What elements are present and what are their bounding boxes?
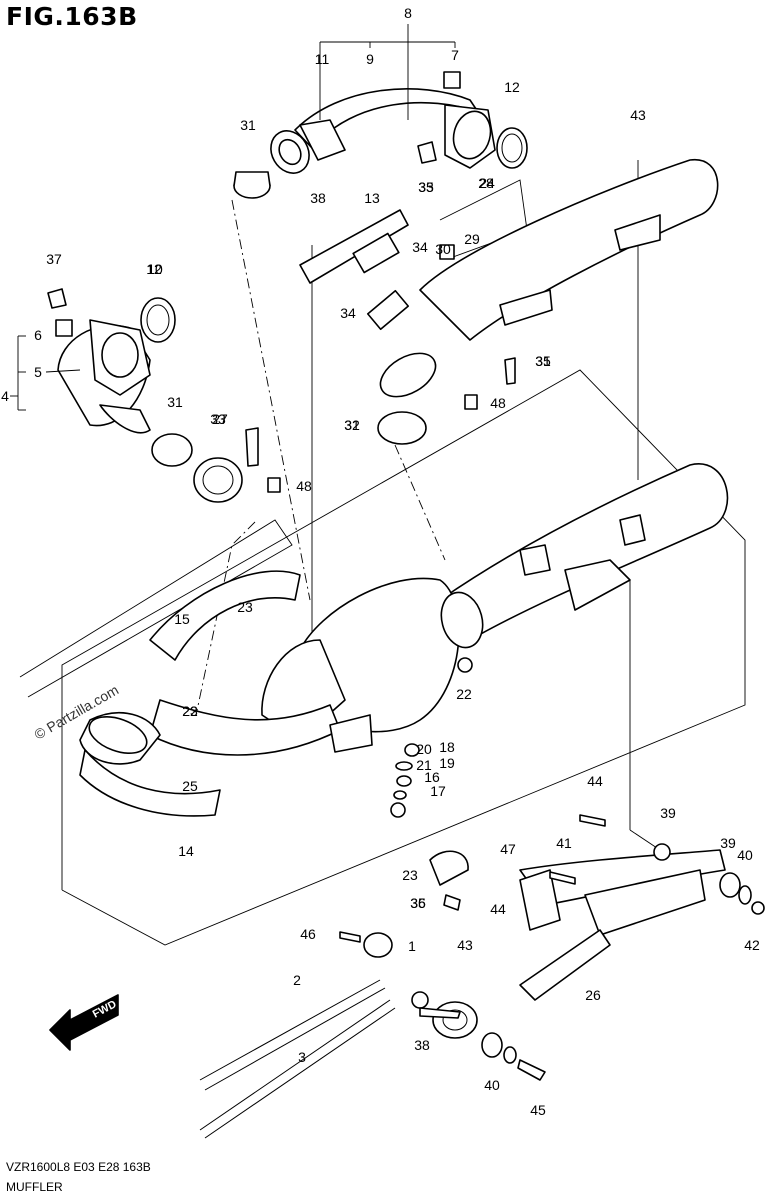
callout-label: 32 [344,417,360,433]
callout-label: 31 [240,117,256,133]
callout-label: 14 [178,843,194,859]
callout-label: 22 [456,686,472,702]
callout-label: 11 [315,51,330,67]
callout-label: 4 [1,388,9,404]
callout-label: 47 [500,841,516,857]
muffler-body [79,463,729,817]
callout-label: 39 [660,805,676,821]
callout-label: 31 [535,353,551,369]
callout-labels: 8 9 11 7 12 31 35 28 43 38 13 29 30 34 3… [1,5,760,1118]
callout-label: 20 [416,741,432,757]
callout-label: 44 [490,901,506,917]
cylinder-exhaust-pipe [47,288,281,503]
callout-label: 24 [479,175,495,191]
rear-exhaust-pipe [299,159,719,445]
callout-label: 5 [34,364,42,380]
callout-label: 7 [451,47,459,63]
brake-pedal-assembly [199,814,765,1139]
callout-label: 15 [174,611,190,627]
bolt-39-leader-2 [629,829,661,851]
alignment-line [394,444,446,561]
callout-label: 26 [585,987,601,1003]
callout-label: 18 [439,739,455,755]
callout-label: 45 [530,1102,546,1118]
figure-title: FIG.163B [6,2,138,31]
callout-label: 29 [464,231,480,247]
callout-label: 43 [457,937,473,953]
callout-label: 34 [340,305,356,321]
muffler-assembly-outline [61,369,746,946]
callout-label: 23 [402,867,418,883]
callout-label: 34 [412,239,428,255]
callout-label: 3 [298,1049,306,1065]
callout-label: 10 [147,261,163,277]
callout-label: 39 [720,835,736,851]
callout-label: 16 [424,769,440,785]
callout-label: 35 [410,895,426,911]
callout-label: 30 [435,241,451,257]
callout-label: 23 [182,703,198,719]
model-code: VZR1600L8 E03 E28 163B [6,1160,151,1174]
callout-label: 38 [310,190,326,206]
callout-label: 9 [366,51,374,67]
callout-label: 46 [300,926,316,942]
callout-label: 35 [535,353,551,369]
callout-label: 35 [418,179,434,195]
alignment-line [231,199,311,601]
callout-label: 22 [182,703,198,719]
callout-label: 38 [414,1037,430,1053]
callout-label: 37 [46,251,62,267]
callout-label: 33 [418,179,434,195]
callout-label: 40 [737,847,753,863]
callout-label: 13 [364,190,380,206]
callout-label: 27 [212,411,228,427]
fwd-arrow: FWD [49,994,119,1051]
callout-label: 23 [237,599,253,615]
front-exhaust-pipe [233,71,528,199]
callout-label: 25 [182,778,198,794]
callout-label: 36 [410,895,426,911]
callout-label: 42 [744,937,760,953]
hardware-stack [390,743,420,818]
callout-label: 44 [587,773,603,789]
callout-label: 2 [293,972,301,988]
callout-label: 41 [556,835,572,851]
callout-label: 33 [210,411,226,427]
callout-label: 43 [630,107,646,123]
figure-caption: MUFFLER [6,1180,63,1194]
callout-label: 48 [296,478,312,494]
callout-label: 48 [490,395,506,411]
exhaust-pipe-outline [19,519,293,698]
callout-label: 8 [404,5,412,21]
callout-label: 17 [430,783,446,799]
callout-label: 19 [439,755,455,771]
callout-label: 1 [408,938,416,954]
callout-label: 12 [146,261,162,277]
callout-label: 21 [416,757,432,773]
callout-label: 6 [34,327,42,343]
callout-label: 40 [484,1077,500,1093]
callout-label: 28 [478,175,494,191]
callout-label: 31 [344,417,360,433]
callout-label: 12 [504,79,520,95]
callout-label: 31 [167,394,183,410]
